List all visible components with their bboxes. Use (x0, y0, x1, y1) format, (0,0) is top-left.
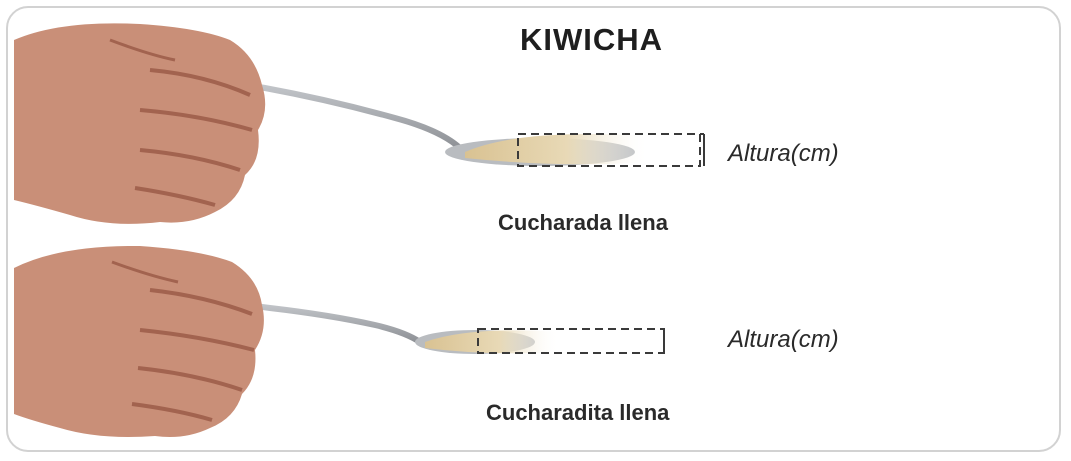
grain-mound-icon (465, 134, 650, 164)
caption-tablespoon: Cucharada llena (498, 210, 668, 236)
figure-title: KIWICHA (520, 22, 663, 58)
height-label-teaspoon: Altura(cm) (728, 326, 839, 354)
height-label-tablespoon: Altura(cm) (728, 140, 839, 168)
caption-teaspoon: Cucharadita llena (486, 400, 669, 426)
